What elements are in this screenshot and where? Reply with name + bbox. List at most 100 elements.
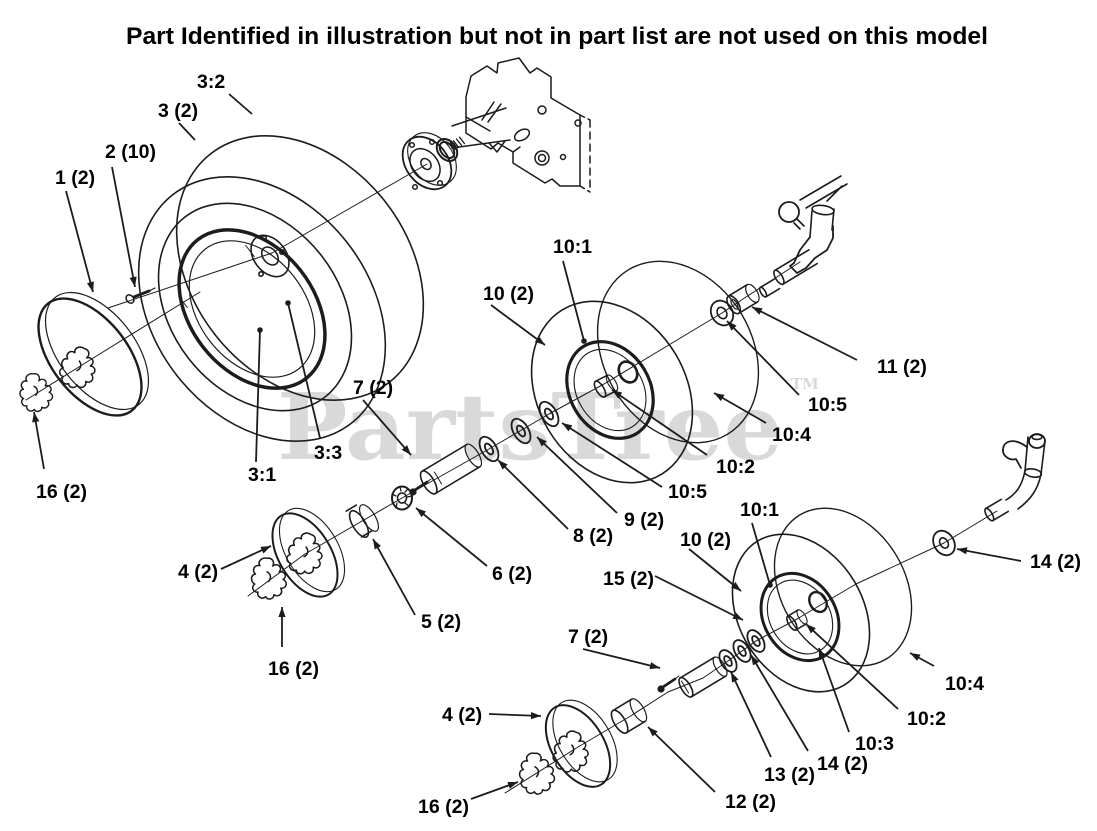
washer-10-5-bore (543, 407, 555, 421)
leader-arrowhead-12 (648, 727, 658, 737)
frame-stub-lines (799, 175, 848, 209)
spindle-sleeve-side (984, 498, 1002, 510)
cap-side (360, 530, 373, 538)
cap-side (345, 504, 358, 512)
part-label-10-5-mid: 10:5 (668, 481, 707, 503)
washer (718, 649, 738, 673)
part-label-1: 1 (2) (55, 167, 95, 189)
leader-arrowhead-10-2-up (612, 390, 623, 399)
part-label-10-3: 10:3 (855, 733, 894, 755)
frame-hole (537, 105, 547, 115)
disc-back-edge (44, 291, 150, 411)
leader-14-bot (750, 654, 809, 752)
washer-bore (751, 635, 761, 647)
frame-break-line (579, 114, 591, 121)
hub-bolt-hole (260, 235, 267, 242)
part-label-10-1-up: 10:1 (553, 236, 592, 258)
leader-12 (647, 726, 716, 793)
leader-10-4-up (713, 392, 767, 424)
part-label-15: 15 (2) (603, 568, 654, 590)
tire-front-face (731, 533, 871, 693)
axle-tube-bottom (678, 656, 728, 698)
leader-arrowhead-16-mid (278, 607, 286, 617)
part-label-2: 2 (10) (105, 141, 156, 163)
cap-back (358, 504, 380, 532)
leader-arrowhead-16-bot (507, 782, 518, 789)
spacer-12 (610, 698, 648, 734)
wheel-rim-inner (188, 240, 316, 378)
offset-hole-10-3 (617, 360, 639, 384)
hub-tube-side (594, 374, 609, 383)
fork-tube-bottom (1023, 467, 1043, 479)
bolt-shaft (132, 289, 151, 299)
leader-arrowhead-6 (416, 508, 427, 518)
leader-dot-10-1-up (581, 338, 587, 344)
part-label-10-4-up: 10:4 (772, 424, 811, 446)
leader-arrowhead-4-mid (260, 546, 271, 554)
hub-tube-side (795, 622, 808, 631)
part-label-10-1-low: 10:1 (740, 499, 779, 521)
push-nut (248, 554, 289, 602)
leader-10-2-up (611, 389, 708, 456)
lock-nut-6 (391, 485, 413, 511)
watermark-text: PartsTree (277, 373, 783, 481)
part-label-9: 9 (2) (624, 509, 664, 531)
leader-3 (178, 122, 196, 141)
axle-arm (451, 107, 511, 153)
washer-9 (510, 417, 532, 445)
tire-back-edge (175, 135, 425, 401)
leader-10-up (490, 304, 546, 346)
part-label-11: 11 (2) (877, 356, 927, 378)
washer-bore (737, 645, 747, 657)
fork-tube-sides (809, 208, 835, 238)
knob-neck (793, 218, 805, 230)
spacer-bushing-11 (726, 283, 760, 315)
frame-plate (465, 57, 581, 187)
flange-back-edge (407, 132, 457, 186)
washer-8-bore (483, 442, 495, 456)
cotter-pin-7 (409, 478, 432, 496)
tube-side (421, 443, 468, 473)
fork-tube-sides (1024, 436, 1046, 475)
part-label-6: 6 (2) (492, 563, 532, 585)
leader-arrowhead-2 (129, 276, 137, 287)
frame-stub-ticks (826, 185, 843, 202)
washer (746, 629, 766, 653)
bushing-side (727, 283, 749, 297)
leader-arrowhead-10-2-low (806, 624, 816, 634)
nut-bore (396, 492, 408, 504)
part-label-3-2: 3:2 (197, 71, 225, 93)
flange-bolt-hole (436, 179, 444, 187)
spacer-side (625, 720, 646, 734)
leader-10-5-mid (561, 422, 663, 488)
part-label-3-3: 3:3 (314, 442, 342, 464)
pin-shaft (413, 480, 429, 492)
flange-bolt-hole (411, 183, 419, 191)
washers-13-14 (718, 629, 766, 673)
leader-10-3 (818, 647, 850, 733)
nut-outer (391, 485, 413, 511)
hubcap-disc-1 (37, 291, 150, 417)
axle-line-caster-1 (247, 261, 801, 597)
fork-hook (1002, 440, 1028, 469)
flange-recess (409, 147, 441, 183)
bushing-bore (730, 298, 739, 310)
offset-hole-10-3 (808, 590, 828, 614)
leader-arrowhead-13 (731, 672, 739, 683)
caster-assembly-bottom (515, 433, 1046, 798)
push-nut (15, 369, 56, 416)
leader-8 (497, 459, 569, 530)
leader-6 (415, 507, 488, 567)
washer-14-bore (938, 537, 950, 549)
watermark: PartsTree TM (277, 373, 819, 481)
leader-10-5-r (726, 320, 800, 396)
leader-7-upper (362, 399, 412, 456)
leader-15 (654, 575, 744, 621)
frame-break-line (579, 185, 591, 193)
leader-3-2 (228, 93, 253, 115)
leader-arrowhead-9 (537, 437, 547, 447)
part-label-10-low: 10 (2) (680, 529, 731, 551)
part-label-12: 12 (2) (725, 791, 776, 813)
centerline-tick (245, 245, 255, 257)
